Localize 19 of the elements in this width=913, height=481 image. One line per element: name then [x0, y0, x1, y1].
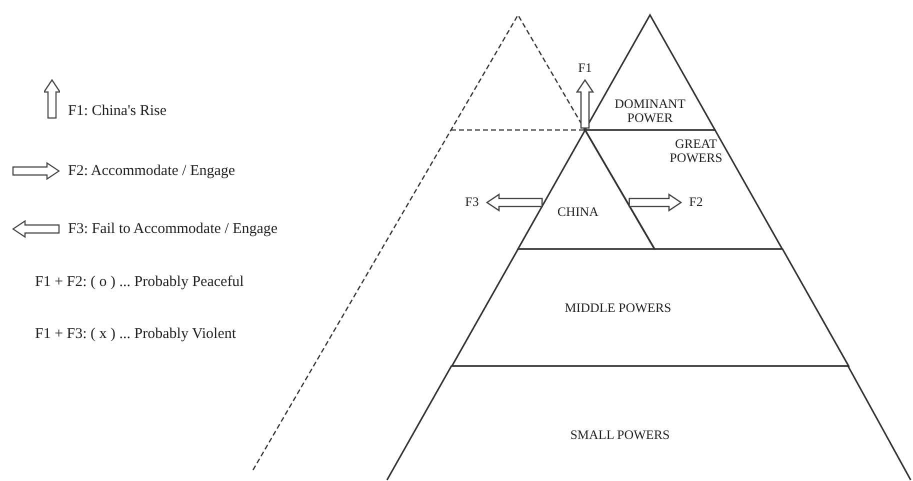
band-label: SMALL POWERS [569, 428, 671, 442]
block-arrow [576, 78, 594, 129]
arrow-label: F1 [577, 60, 593, 76]
band-label: MIDDLE POWERS [564, 301, 672, 315]
band-label: CHINA [556, 205, 600, 219]
arrow-label: F3 [464, 194, 480, 210]
legend-text: F1: China's Rise [68, 103, 167, 120]
pyramid-band [452, 249, 848, 366]
legend-text: F2: Accommodate / Engage [68, 163, 236, 180]
arrow-label: F2 [688, 194, 704, 210]
block-arrow [628, 193, 682, 212]
pyramid-band [387, 366, 911, 480]
band-label: DOMINANT POWER [614, 97, 686, 125]
band-label: GREAT POWERS [668, 137, 724, 165]
note-text: F1 + F3: ( x ) ... Probably Violent [35, 326, 236, 343]
pyramid-band [518, 130, 654, 249]
note-text: F1 + F2: ( o ) ... Probably Peaceful [35, 274, 244, 291]
block-arrow [486, 193, 543, 212]
legend-text: F3: Fail to Accommodate / Engage [68, 221, 278, 238]
